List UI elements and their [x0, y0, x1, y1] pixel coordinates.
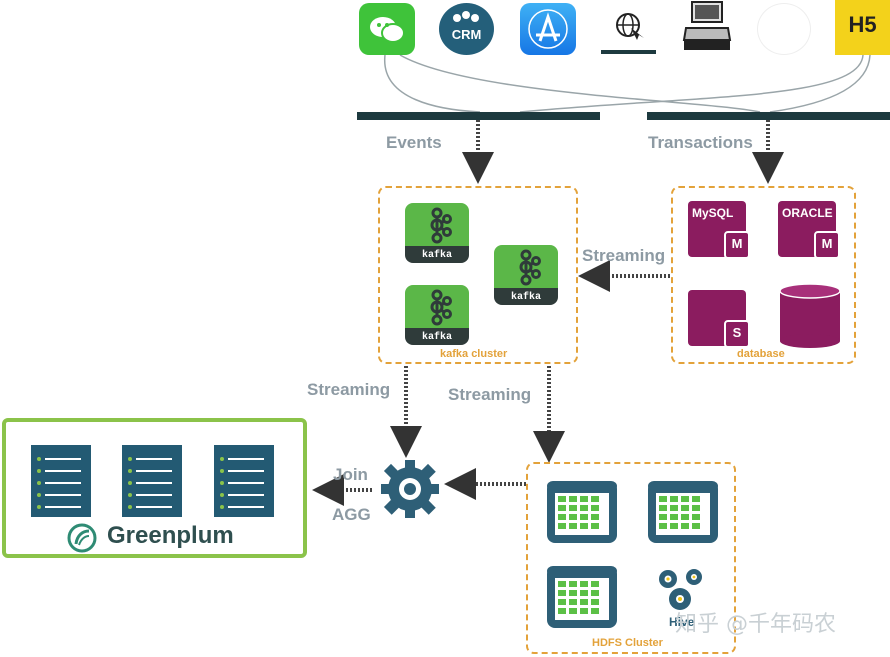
h5-label: H5	[848, 12, 877, 37]
m-badge: M	[724, 231, 750, 259]
kafka-icon: kafka	[405, 203, 469, 263]
streaming-right-label: Streaming	[448, 385, 532, 404]
wechat-icon	[359, 3, 415, 55]
join-label: Join	[333, 465, 368, 484]
events-label: Events	[386, 133, 442, 152]
hdfs-cluster-caption: HDFS Cluster	[592, 637, 663, 649]
events-bar	[357, 112, 600, 120]
s-badge: S	[724, 320, 750, 348]
kafka-icon-label: kafka	[421, 250, 452, 261]
database-cylinder-icon	[778, 283, 842, 349]
mysql-label: MySQL	[692, 206, 734, 220]
kafka-icon-label: kafka	[421, 332, 452, 343]
hdfs-node-icon	[547, 566, 617, 628]
gear-icon	[378, 458, 442, 520]
kafka-cluster-box	[378, 186, 578, 364]
agg-label: AGG	[332, 505, 371, 524]
greenplum-logo-icon	[67, 523, 97, 553]
transactions-label: Transactions	[648, 133, 753, 152]
database-box	[671, 186, 856, 364]
kafka-icon: kafka	[405, 285, 469, 345]
streaming-db-label: Streaming	[582, 246, 666, 265]
oracle-label: ORACLE	[782, 206, 833, 220]
hdfs-cluster-box	[526, 462, 736, 654]
transactions-bar	[647, 112, 890, 120]
server-icon	[214, 445, 274, 517]
hive-gears-icon	[650, 567, 720, 617]
blank-circle-icon	[757, 3, 811, 55]
pos-terminal-icon	[680, 0, 735, 55]
app-store-icon	[520, 3, 576, 55]
sql-server-db-icon: S	[688, 290, 750, 348]
hive-label: Hive	[669, 615, 695, 629]
kafka-icon: kafka	[494, 245, 558, 305]
source-curve	[519, 54, 864, 113]
greenplum-title: Greenplum	[107, 522, 234, 549]
streaming-left-label: Streaming	[307, 380, 391, 399]
source-curve	[399, 54, 761, 113]
source-curve	[769, 54, 871, 113]
web-globe-icon	[601, 3, 656, 55]
mysql-db-icon: MySQL M	[688, 201, 750, 259]
hdfs-node-icon	[648, 481, 718, 543]
oracle-db-icon: ORACLE M	[778, 201, 840, 259]
watermark: 知乎 @千年码农	[675, 612, 836, 637]
database-caption: database	[737, 348, 785, 360]
crm-icon: CRM	[439, 3, 494, 55]
source-curve	[384, 54, 481, 113]
kafka-icon-label: kafka	[510, 292, 541, 303]
hdfs-node-icon	[547, 481, 617, 543]
h5-icon: H5	[835, 0, 890, 55]
kafka-cluster-caption: kafka cluster	[440, 348, 508, 360]
m-badge: M	[814, 231, 840, 259]
server-icon	[122, 445, 182, 517]
crm-label: CRM	[451, 27, 482, 42]
greenplum-box	[2, 418, 307, 558]
server-icon	[31, 445, 91, 517]
